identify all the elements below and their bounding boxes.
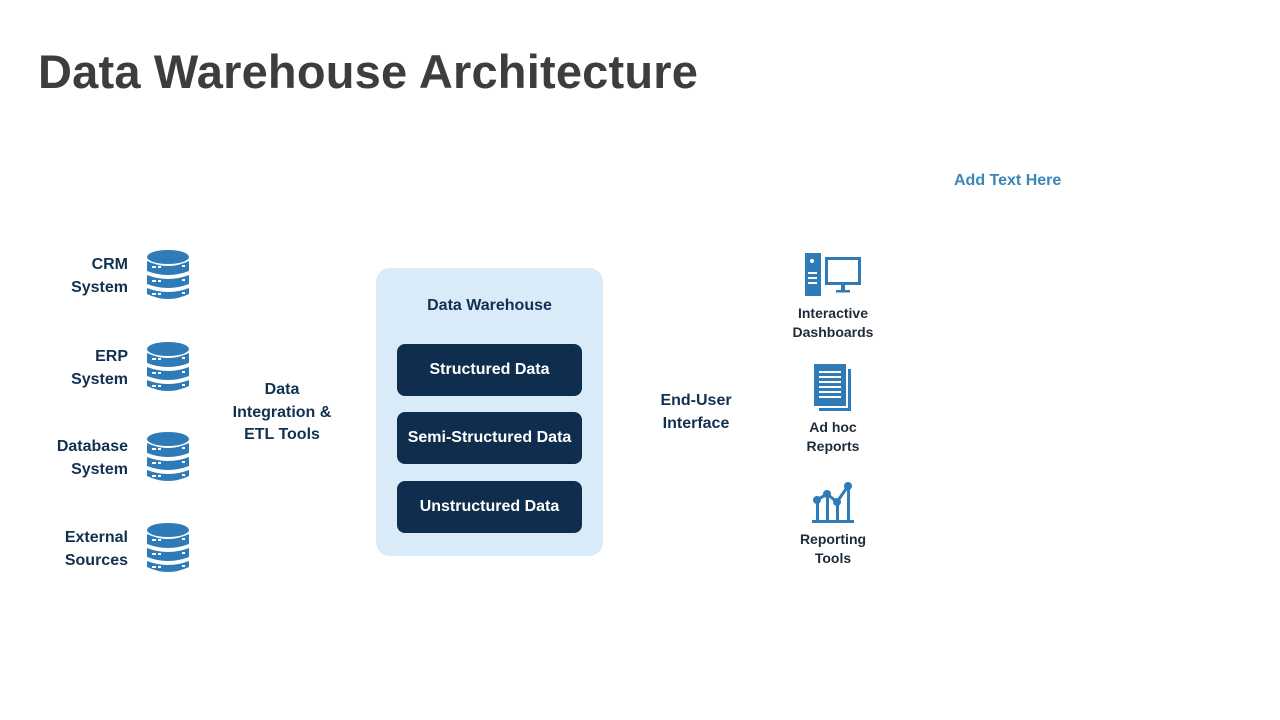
database-icon (147, 342, 189, 391)
structured-data-block: Structured Data (397, 344, 582, 396)
tool-ad-hoc-reports: Ad hoc Reports (778, 364, 888, 456)
etl-tools-label: Data Integration & ETL Tools (232, 381, 332, 443)
source-label: ERP System (71, 348, 128, 388)
tool-label: Ad hoc Reports (806, 419, 860, 454)
source-label: Database System (56, 438, 128, 478)
database-icon (147, 523, 189, 572)
tool-interactive-dashboards: Interactive Dashboards (778, 252, 888, 342)
document-report-icon (814, 364, 851, 411)
database-icon (147, 250, 189, 299)
source-erp-system: ERP System (40, 341, 192, 395)
end-user-interface-label: End-User Interface (660, 392, 732, 432)
tool-label: Interactive Dashboards (792, 305, 874, 340)
source-database-system: Database System (40, 431, 192, 485)
data-warehouse-container: Data Warehouse Structured Data Semi-Stru… (376, 268, 603, 556)
source-label: External Sources (64, 529, 128, 569)
tool-label: Reporting Tools (799, 531, 867, 566)
add-text-placeholder[interactable]: Add Text Here (954, 172, 1062, 189)
database-icon (147, 432, 189, 481)
source-label: CRM System (71, 256, 128, 296)
tool-reporting-tools: Reporting Tools (778, 480, 888, 568)
semi-structured-data-block: Semi-Structured Data (397, 412, 582, 464)
page-title: Data Warehouse Architecture (38, 45, 699, 98)
unstructured-data-block: Unstructured Data (397, 481, 582, 533)
source-external-sources: External Sources (40, 522, 192, 576)
desktop-computer-icon (805, 253, 861, 296)
line-bar-chart-icon (812, 482, 854, 523)
source-crm-system: CRM System (40, 249, 192, 303)
data-warehouse-title: Data Warehouse (427, 297, 552, 314)
